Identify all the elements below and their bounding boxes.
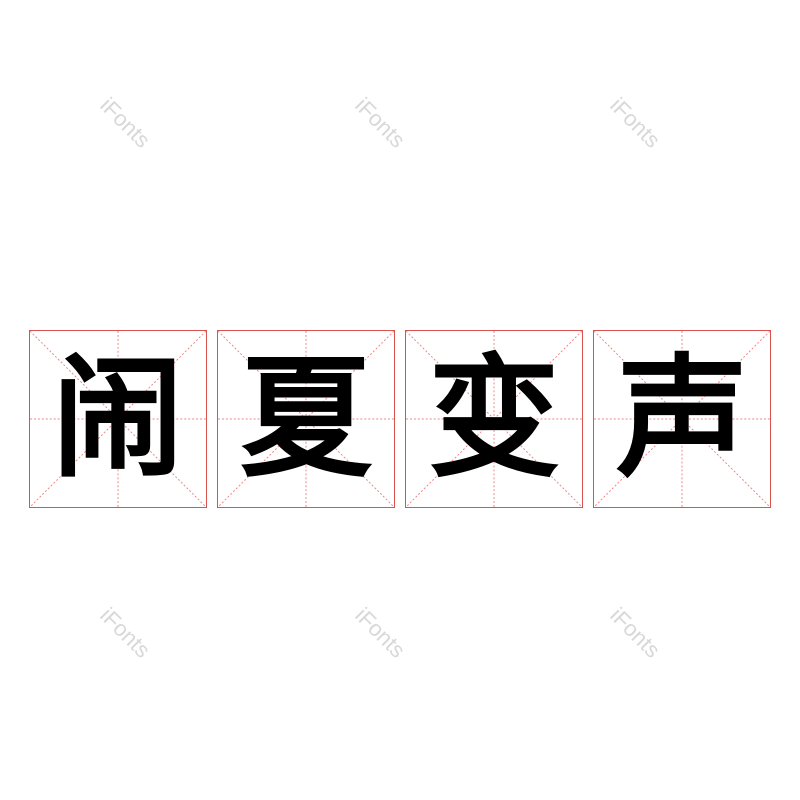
watermark: iFonts: [605, 602, 666, 663]
watermark: iFonts: [95, 602, 156, 663]
glyph: 夏: [240, 342, 372, 496]
glyph: 声: [616, 342, 748, 496]
character-grid-1: 闹: [29, 330, 207, 508]
grid-lines: [218, 331, 394, 507]
grid-lines: [30, 331, 206, 507]
character-grid-3: 变: [405, 330, 583, 508]
watermark: iFonts: [605, 92, 666, 153]
glyph: 变: [428, 342, 560, 496]
watermark: iFonts: [95, 92, 156, 153]
watermark: iFonts: [350, 92, 411, 153]
character-grid-4: 声: [593, 330, 771, 508]
character-grid-2: 夏: [217, 330, 395, 508]
glyph: 闹: [52, 342, 184, 496]
watermark: iFonts: [350, 602, 411, 663]
grid-lines: [594, 331, 770, 507]
grid-lines: [406, 331, 582, 507]
